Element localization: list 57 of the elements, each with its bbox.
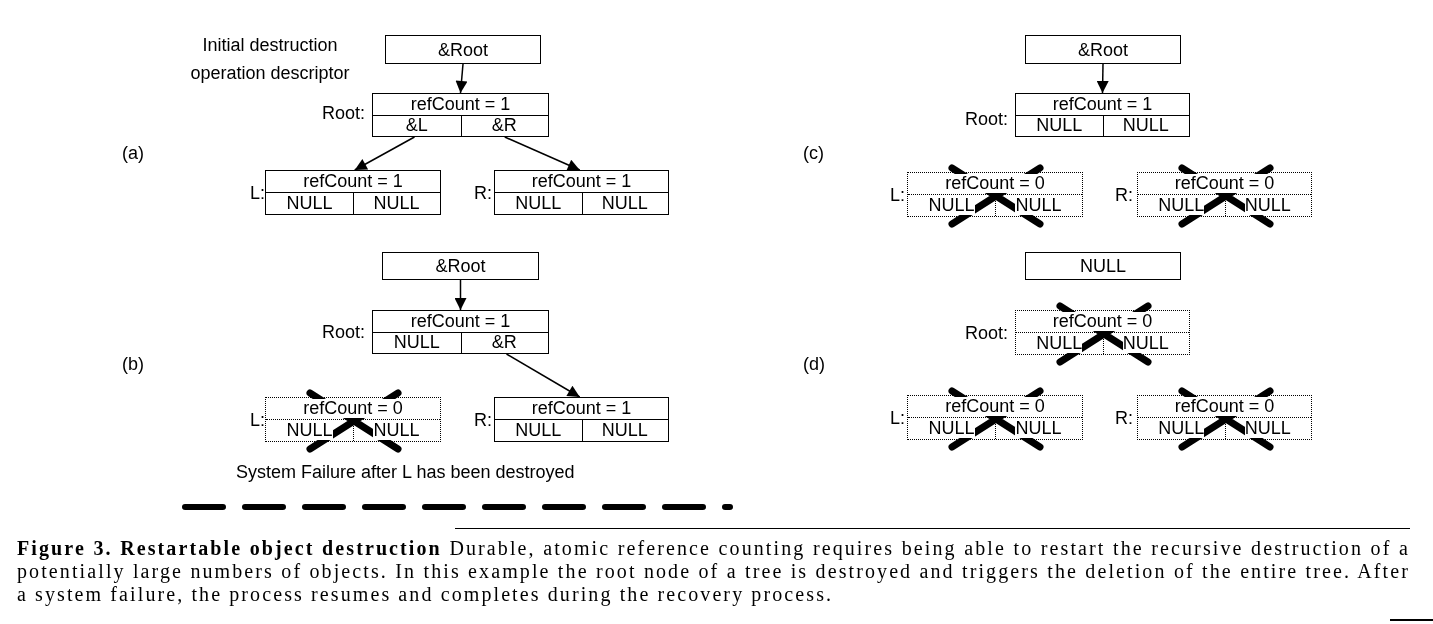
ref-count-field: refCount = 0	[1174, 174, 1275, 193]
arrow	[455, 63, 468, 94]
ref-count-field: refCount = 0	[1174, 397, 1275, 416]
descriptor-box	[1025, 252, 1181, 280]
object-record	[494, 397, 669, 442]
pointer-field: NULL	[928, 196, 975, 215]
pointer-field: NULL	[373, 421, 420, 440]
ref-count-field: refCount = 0	[945, 397, 1045, 416]
pointer-value: &Root	[1078, 40, 1128, 59]
pointer-field: NULL	[1244, 419, 1291, 438]
arrow	[504, 136, 581, 171]
ref-count-field: refCount = 0	[303, 399, 403, 418]
panel-label: (d)	[803, 354, 825, 375]
descriptor-box	[385, 35, 541, 64]
node-label: R:	[1114, 184, 1133, 207]
object-record	[372, 310, 549, 354]
pointer-value: &Root	[438, 40, 488, 59]
pointer-field: NULL	[1158, 419, 1205, 438]
note-text: System Failure after L has been destroyed	[236, 462, 575, 483]
arrow	[1096, 63, 1109, 94]
node-label: R:	[473, 182, 492, 205]
object-record	[494, 170, 669, 215]
pointer-field: NULL	[286, 421, 333, 440]
descriptor-box	[1025, 35, 1181, 64]
node-label: L:	[249, 182, 265, 205]
pointer-field: NULL	[1036, 334, 1083, 353]
node-label: Root:	[320, 102, 365, 125]
node-label: Root:	[320, 321, 365, 344]
node-label: L:	[249, 409, 265, 432]
node-label: L:	[889, 184, 905, 207]
pointer-field: NULL	[928, 419, 975, 438]
pointer-field: NULL	[1122, 334, 1169, 353]
node-label: Root:	[963, 322, 1008, 345]
node-label: Initial destruction operation descriptor	[189, 34, 351, 85]
pointer-field: NULL	[1158, 196, 1205, 215]
arrow	[454, 279, 467, 311]
node-label: R:	[473, 409, 492, 432]
ref-count-field: refCount = 0	[945, 174, 1045, 193]
object-record	[372, 93, 549, 137]
arrow	[354, 136, 416, 171]
descriptor-box	[382, 252, 539, 280]
pointer-field: NULL	[1244, 196, 1291, 215]
ref-count-field: refCount = 0	[1052, 312, 1153, 331]
panel-label: (a)	[122, 143, 144, 164]
pointer-value: &Root	[435, 257, 486, 275]
panel-label: (b)	[122, 354, 144, 375]
object-record	[265, 170, 441, 215]
arrow	[505, 353, 581, 398]
node-label: R:	[1114, 407, 1133, 430]
panel-label: (c)	[803, 143, 824, 164]
figure-caption: Figure 3. Restartable object destruction Durable, atomic reference counting requires being able to restart the recursive destruction of a potentially large numbers of objects. In this example the root node of a tree is destroyed and triggers the deletion of the entire tree. After a system failure, the process resumes and completes during the recovery process.	[17, 537, 1410, 606]
pointer-field: NULL	[1015, 196, 1062, 215]
object-record	[1015, 93, 1190, 137]
pointer-value: NULL	[1080, 257, 1126, 275]
node-label: Root:	[963, 108, 1008, 131]
node-label: L:	[889, 407, 905, 430]
pointer-field: NULL	[1015, 419, 1062, 438]
